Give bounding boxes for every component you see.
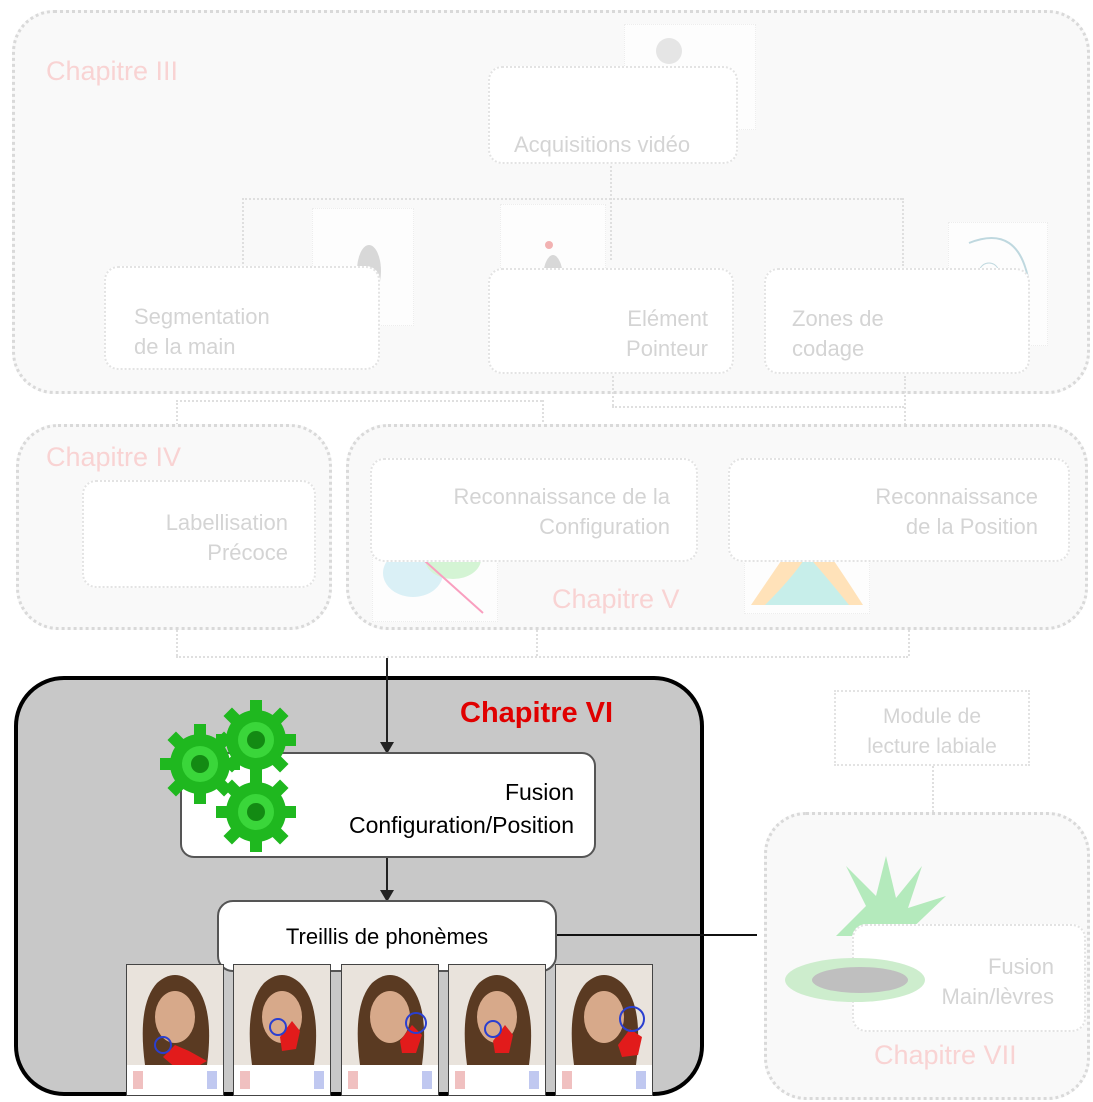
phoneme-frame bbox=[448, 964, 546, 1096]
chapter-v-box bbox=[346, 424, 1088, 630]
pointer-hand-icon bbox=[543, 241, 563, 303]
labellisation-label-2: Précoce bbox=[207, 540, 288, 565]
input-arrow bbox=[380, 658, 394, 754]
person-image bbox=[645, 38, 695, 129]
zones-node: Zones de codage bbox=[764, 268, 1030, 374]
treillis-to-fusion-line bbox=[557, 934, 757, 936]
circle-icon bbox=[619, 1006, 645, 1032]
face-image bbox=[556, 965, 652, 1095]
position-plot bbox=[744, 514, 870, 614]
hand-segmentation-thumb bbox=[312, 208, 414, 326]
chapter-iii-box bbox=[12, 10, 1090, 394]
mouth-icon bbox=[785, 958, 925, 1002]
fusion-to-treillis-arrow bbox=[380, 858, 394, 902]
fusion-ml-label-1: Fusion bbox=[987, 954, 1054, 979]
pointeur-node: Elément Pointeur bbox=[488, 268, 734, 374]
hand-icon bbox=[618, 1029, 642, 1057]
pointeur-label-2: Pointeur bbox=[626, 336, 708, 361]
segmentation-node: Segmentation de la main bbox=[104, 266, 380, 370]
module-label-2: lecture labiale bbox=[867, 735, 997, 758]
zones-label-1: Zones de bbox=[792, 306, 884, 331]
phoneme-frame bbox=[555, 964, 653, 1096]
face-image bbox=[234, 965, 330, 1095]
zones-label-2: codage bbox=[792, 336, 865, 361]
module-label-1: Module de bbox=[882, 705, 982, 728]
plot-image bbox=[383, 526, 484, 614]
treillis-label: Treillis de phonèmes bbox=[285, 924, 489, 949]
circle-icon bbox=[154, 1036, 172, 1054]
fusion-ml-label-2: Main/lèvres bbox=[941, 984, 1054, 1009]
pointeur-label-1: Elément bbox=[627, 306, 708, 331]
face-image bbox=[449, 965, 545, 1095]
circle-icon bbox=[484, 1020, 502, 1038]
face-image bbox=[127, 965, 223, 1095]
hand-icon bbox=[493, 1025, 513, 1053]
reco-config-label-2: Configuration bbox=[539, 514, 670, 539]
module-node: Module de lecture labiale bbox=[834, 690, 1030, 766]
chapter-iv-box bbox=[16, 424, 332, 630]
hand-icon bbox=[836, 856, 946, 936]
face-image bbox=[342, 965, 438, 1095]
chapter-vi-label: Chapitre VI bbox=[460, 697, 614, 729]
coding-zones-thumb bbox=[948, 222, 1048, 346]
phoneme-frame bbox=[341, 964, 439, 1096]
fusion-label-1: Fusion bbox=[504, 779, 574, 805]
labellisation-label-1: Labellisation bbox=[165, 510, 288, 535]
chapter-vii-box bbox=[764, 812, 1090, 1100]
pointer-thumb bbox=[500, 204, 606, 332]
segmentation-label-2: de la main bbox=[134, 334, 236, 359]
phoneme-frame bbox=[233, 964, 331, 1096]
labellisation-node: Labellisation Précoce bbox=[82, 480, 316, 588]
chapter-vii-label: Chapitre VII bbox=[874, 1040, 1017, 1070]
reco-config-label-1: Reconnaissance de la bbox=[453, 484, 670, 509]
chapter-v-label: Chapitre V bbox=[552, 584, 680, 614]
reco-config-node: Reconnaissance de la Configuration bbox=[370, 458, 698, 562]
chapter-iv-label: Chapitre IV bbox=[46, 442, 182, 472]
hand-icon bbox=[163, 1045, 207, 1069]
fusion-label-2: Configuration/Position bbox=[348, 812, 574, 838]
configuration-plot bbox=[372, 516, 498, 622]
acquisitions-node: Acquisitions vidéo bbox=[488, 66, 738, 164]
treillis-node: Treillis de phonèmes bbox=[217, 900, 557, 972]
segmentation-label-1: Segmentation bbox=[134, 304, 270, 329]
gear-icon bbox=[160, 700, 296, 852]
face-outline-icon bbox=[968, 237, 1031, 326]
reco-pos-label-1: Reconnaissance bbox=[875, 484, 1038, 509]
reco-pos-label-2: de la Position bbox=[905, 514, 1038, 539]
hand-icon bbox=[280, 1021, 300, 1051]
chapter-iii-label: Chapitre III bbox=[46, 56, 179, 86]
circle-icon bbox=[405, 1012, 427, 1034]
surface-image bbox=[751, 523, 863, 605]
circle-icon bbox=[269, 1018, 287, 1036]
fusion-ml-node: Fusion Main/lèvres bbox=[852, 924, 1086, 1032]
reco-pos-node: Reconnaissance de la Position bbox=[728, 458, 1070, 562]
acquisitions-label: Acquisitions vidéo bbox=[514, 132, 691, 157]
phoneme-frame bbox=[126, 964, 224, 1096]
